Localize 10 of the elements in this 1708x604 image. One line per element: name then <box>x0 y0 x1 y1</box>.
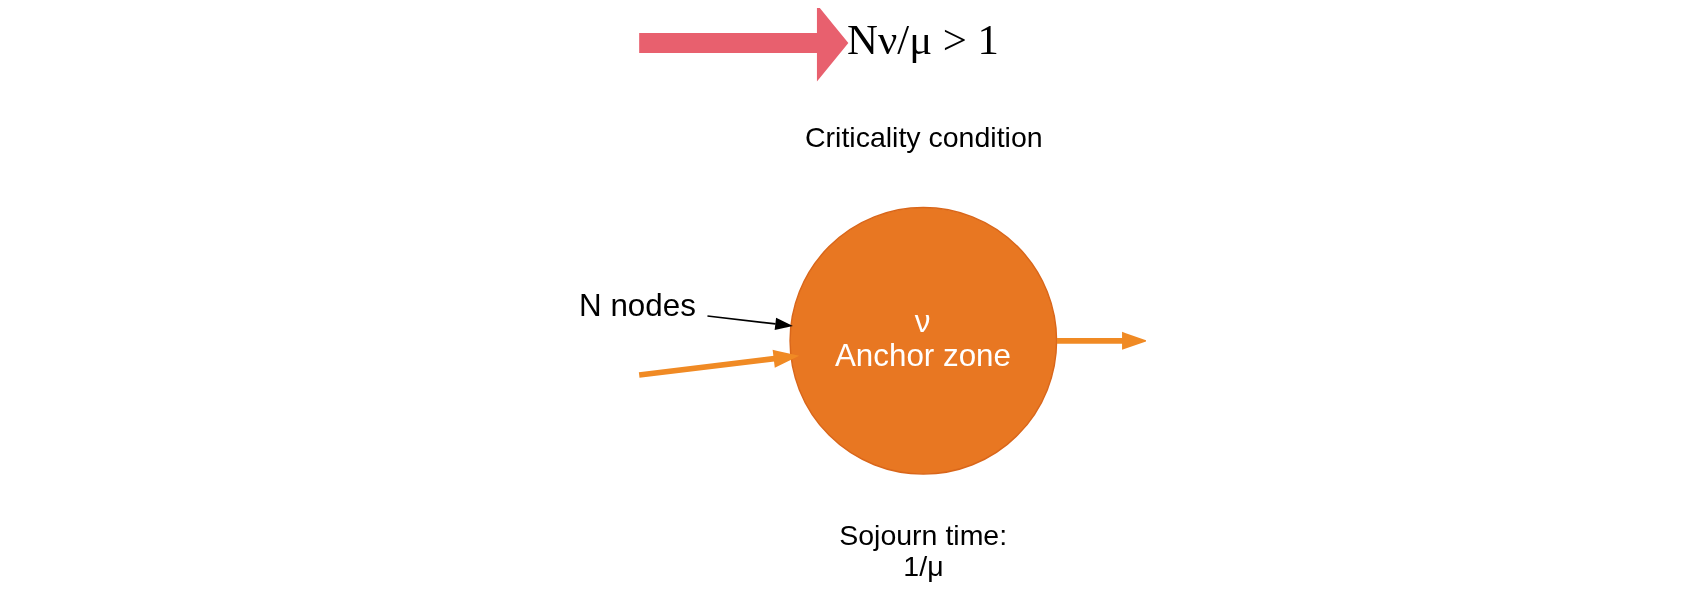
node-circle: ν Anchor zone <box>789 206 1058 475</box>
arrow <box>1056 331 1146 350</box>
node-text: Nν/μ > 1 <box>847 15 999 63</box>
arrow <box>638 349 800 378</box>
node-text: N nodes <box>579 288 696 324</box>
arrow <box>706 315 793 330</box>
node-label: Criticality condition <box>805 120 1043 153</box>
node-label: Sojourn time: <box>839 518 1008 551</box>
node-label: 1/μ <box>903 550 944 583</box>
arrow <box>639 8 849 82</box>
